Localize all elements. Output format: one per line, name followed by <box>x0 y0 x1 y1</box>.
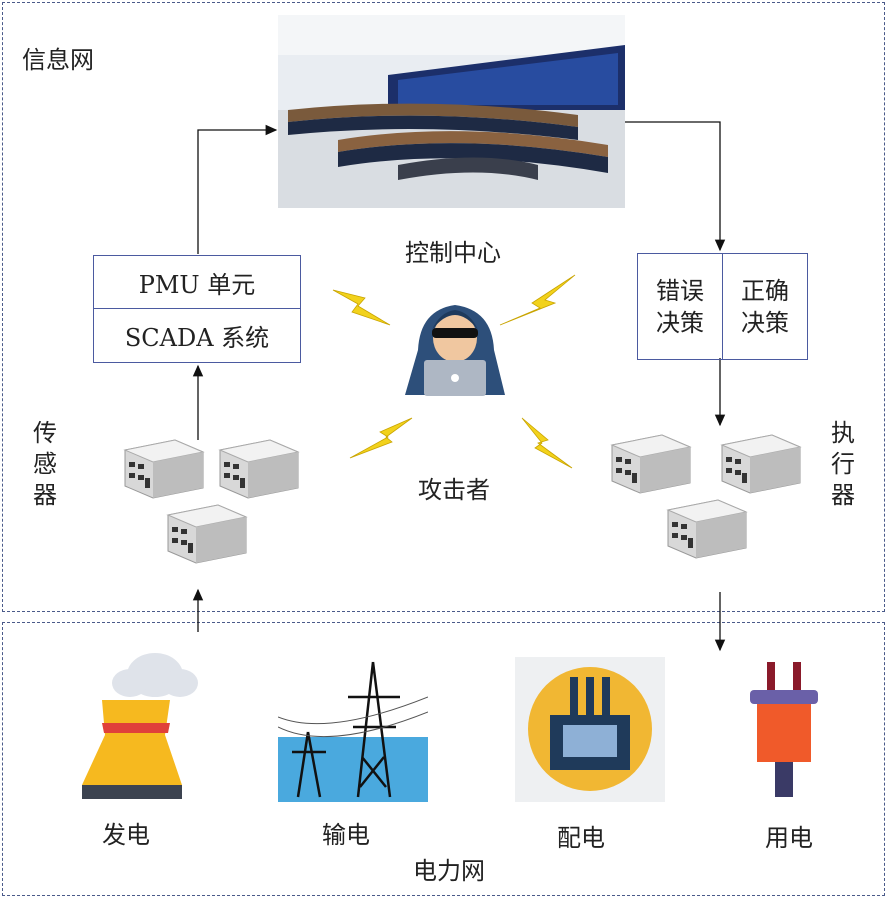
control-center-image <box>278 15 625 208</box>
device-buildings <box>124 274 801 564</box>
wrong-decision: 错误决策 <box>638 254 723 359</box>
power-network-zone <box>2 622 885 896</box>
info-network-label: 信息网 <box>22 46 94 74</box>
transmission-label: 输电 <box>322 821 370 849</box>
generation-icon <box>82 653 198 799</box>
control-center-label: 控制中心 <box>405 239 501 267</box>
consumption-plug-icon <box>750 662 818 797</box>
transmission-icon <box>278 661 428 802</box>
actuator-label: 执行器 <box>831 419 855 509</box>
distribution-label: 配电 <box>557 824 605 852</box>
attacker-label: 攻击者 <box>418 476 490 504</box>
distribution-icon <box>515 657 665 802</box>
sensor-building-icon <box>167 504 247 564</box>
info-network-zone <box>2 2 885 612</box>
hacker-icon <box>405 305 505 396</box>
actuator-building-icon <box>611 434 691 494</box>
lightning-icon <box>521 417 573 469</box>
lightning-icon <box>349 417 413 459</box>
sensor-building-icon <box>219 439 299 499</box>
power-network-label: 电力网 <box>413 857 485 885</box>
consumption-label: 用电 <box>765 824 813 852</box>
actuator-building-icon <box>667 499 747 559</box>
lightning-icon <box>332 289 391 326</box>
decision-box: 错误决策 正确决策 <box>637 253 808 360</box>
correct-decision: 正确决策 <box>741 276 789 337</box>
pmu-unit-box: PMU 单元 <box>93 255 301 309</box>
scada-system-box: SCADA 系统 <box>93 308 301 363</box>
sensor-label: 传感器 <box>33 419 57 509</box>
sensor-building-icon <box>124 439 204 499</box>
generation-label: 发电 <box>102 821 150 849</box>
lightning-icon <box>499 274 576 326</box>
actuator-building-icon <box>721 434 801 494</box>
